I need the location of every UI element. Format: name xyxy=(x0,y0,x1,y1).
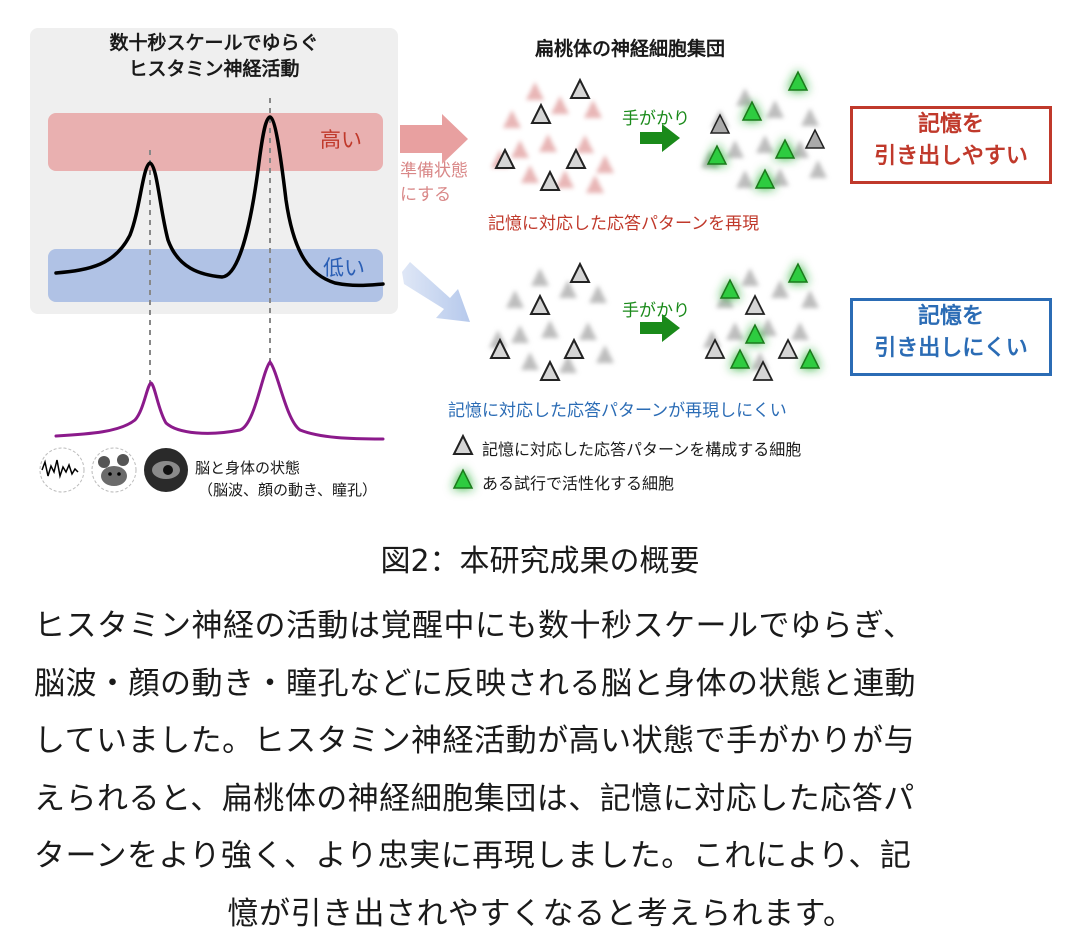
cell-group-top-after xyxy=(701,70,827,189)
legend-green-cell xyxy=(452,468,474,489)
body-line-5: ターンをより強く、より忠実に再現しました。これにより、記 xyxy=(34,838,912,874)
amygdala-panel-title: 扁桃体の神経細胞集団 xyxy=(535,38,726,60)
histamine-panel-title: 数十秒スケールでゆらぐ ヒスタミン神経活動 xyxy=(30,30,398,82)
cell-group-top-before xyxy=(491,77,614,193)
state-sub-label: （脳波、顔の動き、瞳孔） xyxy=(198,481,377,499)
high-band-label: 高い xyxy=(320,128,362,152)
brain-body-trace xyxy=(54,359,385,441)
outcome-hard-recall: 記憶を 引き出しにくい xyxy=(850,298,1052,376)
body-text: ヒスタミン神経の活動は覚醒中にも数十秒スケールでゆらぎ、 脳波・顔の動き・瞳孔な… xyxy=(34,598,1048,943)
cell-group-bottom-after xyxy=(703,262,821,381)
cue-label-top: 手がかり xyxy=(622,109,690,129)
cue-arrow-top xyxy=(640,124,680,152)
caption-bottom-row: 記憶に対応した応答パターンが再現しにくい xyxy=(448,401,787,421)
body-line-3: していました。ヒスタミン神経活動が高い状態で手がかりが与 xyxy=(34,723,916,759)
outcome-easy-recall: 記憶を 引き出しやすい xyxy=(850,106,1052,184)
cue-label-bottom: 手がかり xyxy=(622,301,690,321)
caption-top-row: 記憶に対応した応答パターンを再現 xyxy=(488,214,760,234)
prime-label: 準備状態 にする xyxy=(400,161,468,205)
histamine-title-line2: ヒスタミン神経活動 xyxy=(128,58,300,80)
state-label: 脳と身体の状態 xyxy=(195,459,301,477)
figure-caption: 図2：本研究成果の概要 xyxy=(380,544,700,579)
low-band-label: 低い xyxy=(323,256,365,280)
histamine-title-line1: 数十秒スケールでゆらぐ xyxy=(109,32,319,54)
cue-arrow-bottom xyxy=(640,314,680,342)
mouse-face-icon xyxy=(91,447,137,493)
pupil-eye-icon xyxy=(144,448,188,492)
cell-group-bottom-before xyxy=(489,261,614,381)
body-line-6: 憶が引き出されやすくなると考えられます。 xyxy=(227,895,855,932)
prime-arrow-blue xyxy=(402,262,470,322)
legend-gray-cell xyxy=(452,433,474,455)
legend-green-label: ある試行で活性化する細胞 xyxy=(482,474,675,493)
body-line-1: ヒスタミン神経の活動は覚醒中にも数十秒スケールでゆらぎ、 xyxy=(34,608,915,644)
histamine-trace xyxy=(54,115,385,288)
legend-gray-label: 記憶に対応した応答パターンを構成する細胞 xyxy=(482,440,802,459)
eeg-icon xyxy=(39,447,85,493)
body-line-2: 脳波・顔の動き・瞳孔などに反映される脳と身体の状態と連動 xyxy=(34,665,916,702)
body-line-4: えられると、扁桃体の神経細胞集団は、記憶に対応した応答パ xyxy=(34,780,915,817)
high-activity-band xyxy=(48,113,383,171)
prime-arrow-red xyxy=(400,114,468,164)
